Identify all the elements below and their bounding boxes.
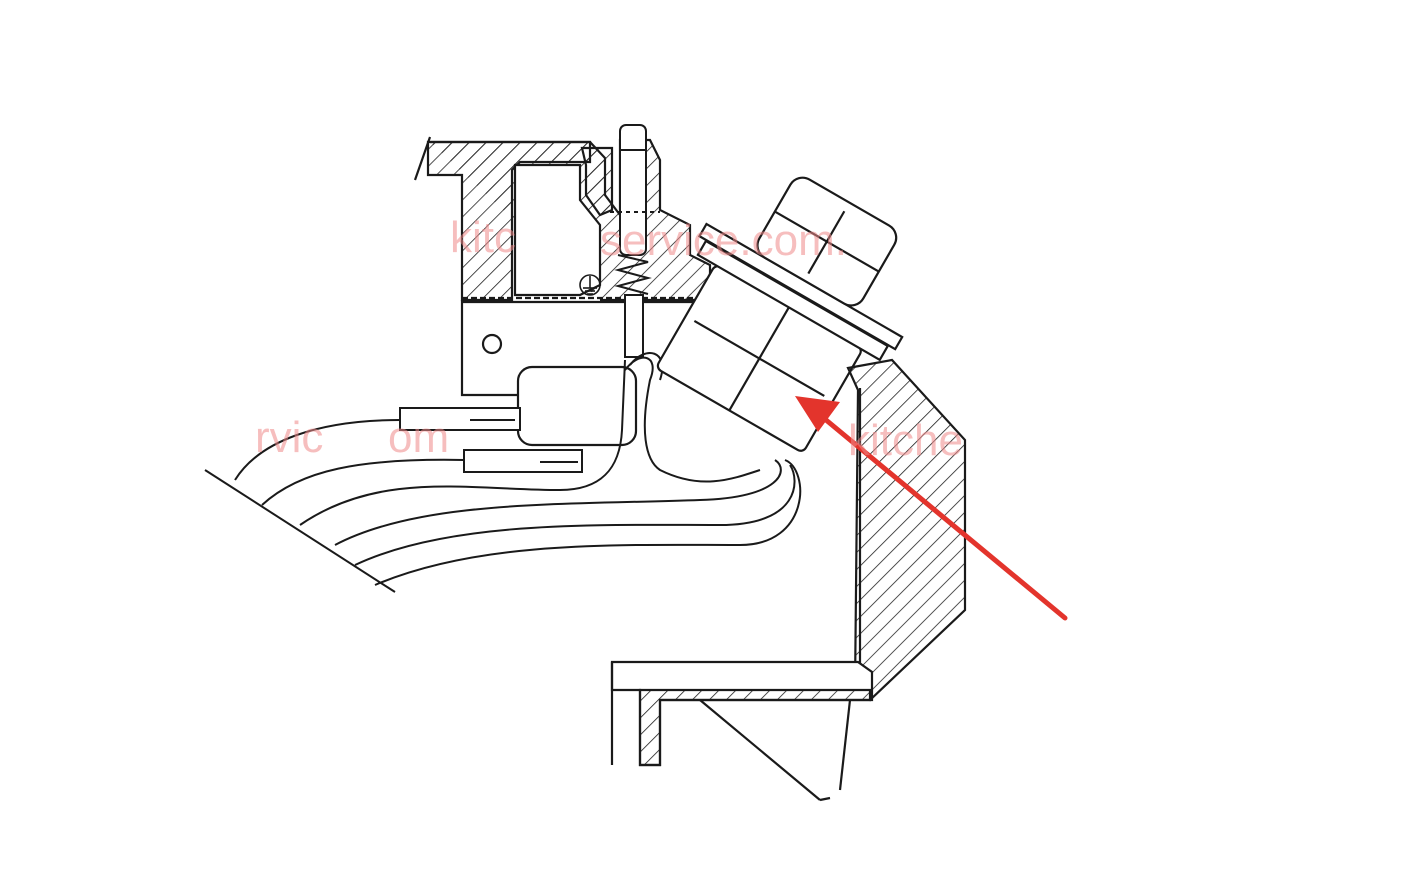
terminal-connectors bbox=[399, 407, 583, 473]
switch-body bbox=[516, 365, 638, 447]
watermark-1b: service.com. bbox=[600, 216, 847, 265]
watermark-1a: kitc bbox=[450, 213, 516, 262]
watermarks: kitc service.com. rvic om kitche bbox=[255, 213, 963, 465]
ground-icon bbox=[579, 274, 601, 296]
spring-pin bbox=[610, 124, 660, 358]
watermark-2a: rvic bbox=[255, 413, 323, 462]
red-arrow-icon bbox=[795, 396, 1068, 621]
bottom-tray bbox=[610, 660, 874, 802]
watermark-2b: om bbox=[388, 413, 449, 462]
watermark-3: kitche bbox=[848, 416, 963, 465]
right-wall bbox=[846, 358, 967, 702]
wire-bundle bbox=[204, 352, 802, 593]
